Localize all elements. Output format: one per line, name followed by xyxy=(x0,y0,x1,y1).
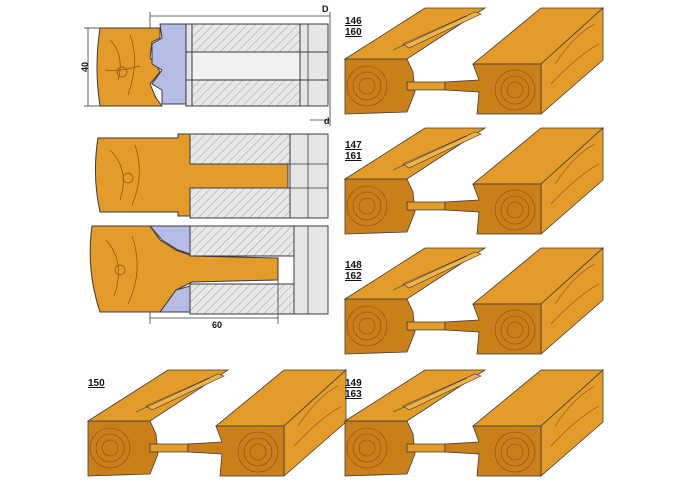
code-5a: 149 xyxy=(345,378,362,389)
variant-label-4: 150 xyxy=(88,378,105,389)
profile-section-1 xyxy=(84,12,331,126)
profile-section-2 xyxy=(94,133,329,219)
code-2a: 147 xyxy=(345,140,362,151)
dimension-height: 40 xyxy=(80,61,91,73)
variant-label-3: 148 162 xyxy=(345,260,362,282)
wood-block-1 xyxy=(343,7,605,115)
wood-block-5 xyxy=(343,369,605,477)
code-3a: 148 xyxy=(345,260,362,271)
variant-label-5: 149 163 xyxy=(345,378,362,400)
profile-section-3 xyxy=(89,225,329,324)
dimension-width: 60 xyxy=(212,320,223,330)
code-5b: 163 xyxy=(345,389,362,400)
wood-block-2 xyxy=(343,127,605,235)
dimension-outer-diameter: D xyxy=(322,4,329,14)
variant-label-1: 146 160 xyxy=(345,16,362,38)
code-2b: 161 xyxy=(345,151,362,162)
dimension-bore: d xyxy=(324,116,330,126)
variant-label-2: 147 161 xyxy=(345,140,362,162)
code-1b: 160 xyxy=(345,27,362,38)
wood-block-3 xyxy=(343,247,605,355)
wood-block-4 xyxy=(86,369,348,477)
code-4a: 150 xyxy=(88,378,105,389)
code-1a: 146 xyxy=(345,16,362,27)
code-3b: 162 xyxy=(345,271,362,282)
